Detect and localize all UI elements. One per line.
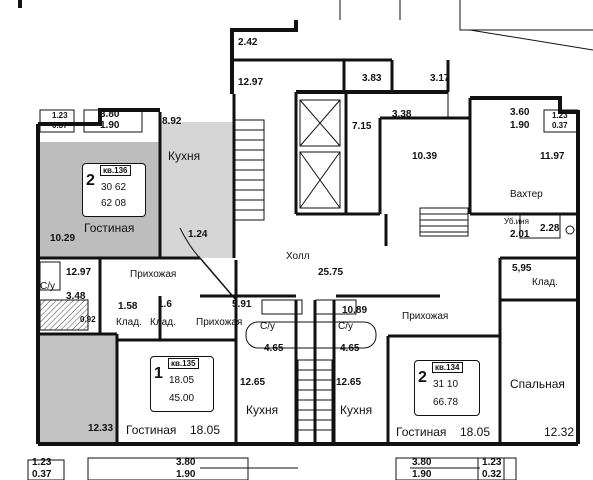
room-name: Прихожая bbox=[402, 311, 449, 322]
bottom-area-label: 3.80 bbox=[176, 457, 196, 468]
room-count: 2 bbox=[418, 369, 427, 386]
total-area: 66.78 bbox=[433, 397, 459, 408]
top-area-label: 12.97 bbox=[238, 77, 264, 88]
top-area-label: 3.80 bbox=[100, 109, 120, 120]
room-area: 12.65 bbox=[336, 377, 362, 388]
room-area: 1.6 bbox=[158, 299, 172, 310]
top-area-label: 0.37 bbox=[552, 121, 568, 130]
room-name: Кухня bbox=[340, 403, 373, 417]
detail-lines bbox=[27, 0, 593, 480]
top-area-label: 1.90 bbox=[510, 120, 530, 131]
room-name: С/у bbox=[338, 321, 353, 332]
room-area: 10.39 bbox=[412, 151, 438, 162]
total-area: 45.00 bbox=[169, 393, 195, 404]
room-name: С/у bbox=[40, 281, 55, 292]
room-area: 4.65 bbox=[340, 343, 360, 354]
room-area: 0.92 bbox=[80, 315, 96, 324]
top-area-label: 3.60 bbox=[510, 107, 530, 118]
room-area: 12.97 bbox=[66, 267, 92, 278]
apartment-code: кв.134 bbox=[432, 362, 463, 373]
room-name: Холл bbox=[286, 251, 310, 262]
apartment-card-135: 1 кв.135 18.05 45.00 bbox=[150, 356, 214, 412]
room-name: Кухня bbox=[246, 403, 279, 417]
room-area: 3.48 bbox=[66, 291, 86, 302]
room-area: 18.05 bbox=[190, 423, 221, 437]
room-area: 10.29 bbox=[50, 233, 76, 244]
room-area: 12.33 bbox=[88, 423, 114, 434]
room-count: 1 bbox=[154, 365, 163, 382]
living-area: 30 62 bbox=[101, 182, 127, 193]
room-name: Уб.иня bbox=[504, 217, 529, 226]
room-area: 1.24 bbox=[188, 229, 208, 240]
room-name: Прихожая bbox=[130, 269, 177, 280]
room-name: Прихожая bbox=[196, 317, 243, 328]
room-area: 2.01 bbox=[510, 229, 530, 240]
top-area-label: 1.90 bbox=[100, 120, 120, 131]
room-name: Клад. bbox=[150, 317, 176, 328]
kitchen-shade bbox=[160, 122, 234, 258]
apartment-card-136: 2 кв.136 30 62 62 08 bbox=[82, 163, 146, 217]
room-name: Клад. bbox=[116, 317, 142, 328]
room-name: Гостиная bbox=[396, 425, 447, 439]
room-area: 1.58 bbox=[118, 301, 138, 312]
room-area: 5,95 bbox=[512, 263, 532, 274]
bottom-area-label: 1.90 bbox=[176, 469, 196, 480]
top-area-label: 2.42 bbox=[238, 37, 258, 48]
top-area-label: 0.37 bbox=[52, 121, 68, 130]
room-name: Гостиная bbox=[126, 423, 177, 437]
living-area: 31 10 bbox=[433, 379, 459, 390]
room-area: 12.32 bbox=[544, 425, 575, 439]
apartment-card-134: 2 кв.134 31 10 66.78 bbox=[414, 360, 480, 416]
room-area: 10.89 bbox=[342, 305, 368, 316]
total-area: 62 08 bbox=[101, 198, 127, 209]
room-name: С/у bbox=[260, 321, 275, 332]
apartment-code: кв.136 bbox=[100, 165, 131, 176]
top-area-label: 3.17 bbox=[430, 73, 450, 84]
room-area: 5.91 bbox=[232, 299, 252, 310]
apartment-code: кв.135 bbox=[168, 358, 199, 369]
top-area-label: 3.83 bbox=[362, 73, 382, 84]
room-name: Клад. bbox=[532, 277, 558, 288]
room-count: 2 bbox=[86, 172, 95, 189]
top-area-label: 1.23 bbox=[52, 111, 68, 120]
room-area: 2.28 bbox=[540, 223, 560, 234]
bottom-area-label: 3.80 bbox=[412, 457, 432, 468]
living-area: 18.05 bbox=[169, 375, 195, 386]
room-area: 8.92 bbox=[162, 116, 182, 127]
bottom-area-label: 1.90 bbox=[412, 469, 432, 480]
room-name: Вахтер bbox=[510, 189, 543, 200]
interior-walls bbox=[38, 58, 578, 444]
room-name: Спальная bbox=[510, 377, 565, 391]
room-area: 4.65 bbox=[264, 343, 284, 354]
top-area-label: 1.23 bbox=[552, 111, 568, 120]
bottom-left-room-shade bbox=[40, 334, 117, 444]
room-area: 11.97 bbox=[540, 151, 565, 162]
bottom-area-label: 1.23 bbox=[32, 457, 52, 468]
bottom-area-label: 1.23 bbox=[482, 457, 502, 468]
room-area: 7.15 bbox=[352, 121, 372, 132]
room-area: 25.75 bbox=[318, 267, 344, 278]
bottom-area-label: 0.32 bbox=[482, 469, 502, 480]
room-name: Гостиная bbox=[84, 221, 135, 235]
top-area-label: 3.38 bbox=[392, 109, 412, 120]
bottom-area-label: 0.37 bbox=[32, 469, 52, 480]
room-area: 18.05 bbox=[460, 425, 491, 439]
room-name: Кухня bbox=[168, 149, 201, 163]
room-area: 12.65 bbox=[240, 377, 266, 388]
